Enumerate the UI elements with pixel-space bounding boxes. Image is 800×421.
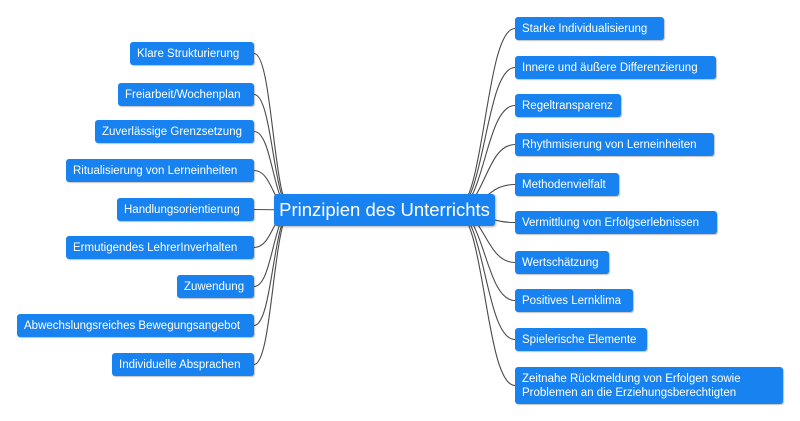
connector-right-2 (454, 66, 516, 211)
right-node-6[interactable]: Vermittlung von Erfolgserlebnissen (515, 211, 717, 234)
right-node-7[interactable]: Wertschätzung (515, 251, 609, 274)
node-label: Freiarbeit/Wochenplan (125, 88, 241, 101)
node-label: Positives Lernklima (522, 294, 622, 307)
right-node-2[interactable]: Innere und äußere Differenzierung (515, 56, 716, 79)
left-node-5[interactable]: Handlungsorientierung (117, 198, 254, 221)
right-node-1[interactable]: Starke Individualisierung (515, 17, 664, 40)
node-label: Abwechslungsreiches Bewegungsangebot (24, 319, 241, 332)
right-node-4[interactable]: Rhythmisierung von Lerneinheiten (515, 133, 714, 156)
right-node-8[interactable]: Positives Lernklima (515, 289, 633, 312)
connector-right-1 (454, 27, 516, 211)
node-label: Innere und äußere Differenzierung (522, 61, 698, 74)
central-topic-label: Prinzipien des Unterrichts (279, 199, 490, 220)
left-node-1[interactable]: Klare Strukturierung (130, 42, 254, 65)
node-label: Ermutigendes LehrerInverhalten (73, 241, 238, 254)
left-node-8[interactable]: Abwechslungsreiches Bewegungsangebot (17, 314, 254, 337)
left-node-6[interactable]: Ermutigendes LehrerInverhalten (66, 236, 254, 259)
node-label: Rhythmisierung von Lerneinheiten (522, 138, 697, 151)
right-node-5[interactable]: Methodenvielfalt (515, 173, 619, 196)
right-node-3[interactable]: Regeltransparenz (515, 94, 621, 117)
node-label: Starke Individualisierung (522, 22, 648, 35)
right-node-9[interactable]: Spielerische Elemente (515, 328, 647, 351)
node-label: Wertschätzung (522, 256, 599, 269)
node-label: Methodenvielfalt (522, 178, 606, 191)
central-topic[interactable]: Prinzipien des Unterrichts (274, 194, 495, 226)
connector-left-2 (253, 93, 293, 211)
left-node-3[interactable]: Zuverlässige Grenzsetzung (95, 120, 254, 143)
node-label: Regeltransparenz (522, 99, 613, 112)
connector-left-9 (253, 209, 293, 366)
left-node-9[interactable]: Individuelle Absprachen (112, 353, 254, 376)
node-label: Zeitnahe Rückmeldung von Erfolgen sowie … (522, 372, 741, 399)
node-label: Klare Strukturierung (137, 47, 240, 60)
right-node-10[interactable]: Zeitnahe Rückmeldung von Erfolgen sowie … (515, 367, 783, 404)
node-label: Individuelle Absprachen (119, 358, 241, 371)
left-node-7[interactable]: Zuwendung (177, 275, 254, 298)
left-node-2[interactable]: Freiarbeit/Wochenplan (118, 83, 254, 106)
connector-left-1 (253, 52, 293, 211)
node-label: Ritualisierung von Lerneinheiten (73, 164, 238, 177)
node-label: Handlungsorientierung (124, 203, 240, 216)
left-node-4[interactable]: Ritualisierung von Lerneinheiten (66, 159, 254, 182)
node-label: Spielerische Elemente (522, 333, 637, 346)
node-label: Zuwendung (184, 280, 245, 293)
connector-right-9 (454, 209, 516, 341)
node-label: Vermittlung von Erfolgserlebnissen (522, 216, 700, 229)
connector-left-8 (253, 209, 293, 327)
node-label: Zuverlässige Grenzsetzung (102, 125, 242, 138)
